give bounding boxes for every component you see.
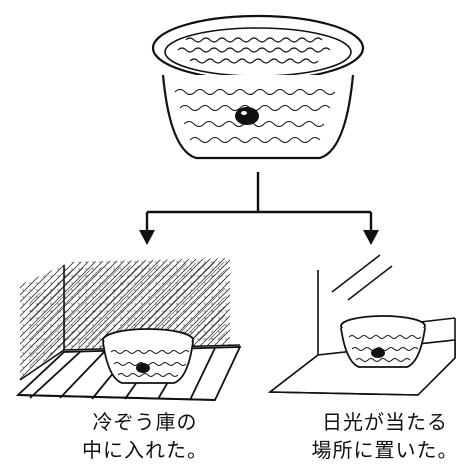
refrigerator-caption-line1: 冷ぞう庫の xyxy=(92,410,198,434)
sunlight-caption: 日光が当たる 場所に置いた。 xyxy=(285,408,466,464)
pot-rim-inner xyxy=(164,27,352,77)
small-pot-right xyxy=(340,315,426,368)
refrigerator-caption-line2: 中に入れた。 xyxy=(82,438,208,462)
small-pot-left xyxy=(102,328,194,384)
sunlight-ray xyxy=(331,254,381,293)
arrow-head-right xyxy=(363,230,379,245)
refrigerator-caption: 冷ぞう庫の 中に入れた。 xyxy=(45,408,245,464)
refrigerator-scene xyxy=(15,258,242,401)
sunlight-scene xyxy=(267,254,456,396)
arrow-head-left xyxy=(139,230,155,245)
sunlight-caption-line1: 日光が当たる xyxy=(322,410,448,434)
seed xyxy=(235,107,259,125)
sunlight-caption-line2: 場所に置いた。 xyxy=(311,438,459,462)
branch-arrows xyxy=(145,172,373,232)
pot-soil-squiggles xyxy=(177,37,331,64)
top-pot xyxy=(151,14,365,160)
